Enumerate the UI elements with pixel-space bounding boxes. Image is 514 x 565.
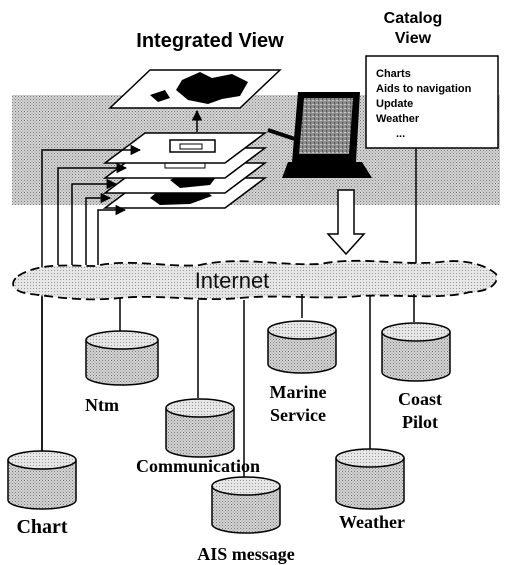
catalog-box: Charts Aids to navigation Update Weather… bbox=[365, 55, 499, 149]
catalog-view-title-line2: View bbox=[395, 30, 432, 47]
catalog-item: Update bbox=[376, 98, 413, 110]
database-cylinder-weather bbox=[335, 448, 405, 510]
database-cylinder-chart bbox=[7, 450, 77, 510]
catalog-view-title-line1: Catalog bbox=[384, 10, 443, 27]
database-cylinder-coast-pilot bbox=[381, 322, 451, 382]
label-ntm: Ntm bbox=[85, 395, 119, 415]
label-weather: Weather bbox=[339, 512, 405, 532]
internet-label: Internet bbox=[195, 268, 270, 293]
label-communication: Communication bbox=[136, 456, 260, 476]
download-arrow-icon bbox=[326, 189, 366, 256]
label-ais-message: AIS message bbox=[197, 544, 295, 564]
catalog-item: Charts bbox=[376, 68, 411, 80]
label-chart: Chart bbox=[16, 516, 67, 538]
database-cylinder-communication bbox=[165, 398, 235, 458]
laptop-icon bbox=[267, 92, 372, 178]
catalog-item: ... bbox=[396, 128, 405, 140]
label-marine-service-line2: Service bbox=[270, 405, 326, 425]
internet-cloud: Internet bbox=[12, 259, 498, 301]
database-cylinder-ntm bbox=[85, 330, 159, 386]
label-marine-service-line1: Marine bbox=[270, 382, 327, 402]
label-coast-pilot-line2: Pilot bbox=[402, 412, 438, 432]
catalog-item: Aids to navigation bbox=[376, 83, 472, 95]
map-layer-stack bbox=[102, 69, 282, 209]
integrated-view-title: Integrated View bbox=[136, 30, 284, 52]
database-cylinder-marine-service bbox=[267, 320, 337, 374]
label-coast-pilot-line1: Coast bbox=[398, 389, 442, 409]
database-connectors bbox=[41, 294, 415, 480]
catalog-item: Weather bbox=[376, 113, 420, 125]
database-cylinder-ais-message bbox=[211, 476, 281, 534]
